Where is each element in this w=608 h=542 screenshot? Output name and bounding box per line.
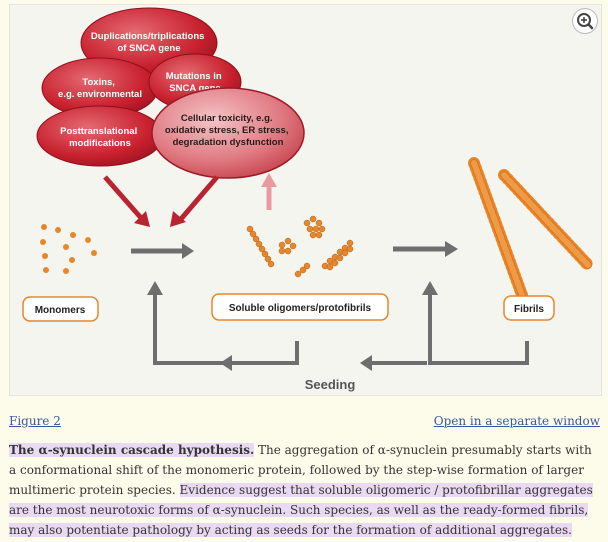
svg-text:Fibrils: Fibrils [514, 304, 544, 315]
bubble-tox-line1: Toxins, [82, 77, 115, 88]
seeding-arrowheads [147, 281, 438, 371]
caption-text-1: The aggregation of α-synuclein presumabl… [9, 443, 592, 497]
fibril-strand-2 [498, 169, 594, 271]
label-monomers: Monomers [22, 296, 99, 322]
bubble-ptm-line2: modifications [69, 138, 131, 149]
figure-number-link[interactable]: Figure 2 [9, 414, 61, 428]
svg-text:Toxins, e.g. environme: Toxins, e.g. environmental [58, 77, 142, 100]
svg-text:Posttranslational modi: Posttranslational modifications [60, 126, 140, 149]
caption-text-highlighted: Evidence suggest that soluble oligomeric… [9, 483, 593, 537]
fibril-strand-1 [468, 157, 528, 301]
bubble-toxins: Toxins, e.g. environmental [41, 57, 159, 119]
label-oligomers: Soluble oligomers/protofibrils [211, 293, 389, 321]
label-seeding: Seeding [305, 377, 356, 392]
bubble-cell-line1: Cellular toxicity, e.g. [181, 113, 273, 124]
svg-text:Duplications/triplications: Duplications/triplications of SNCA gene [91, 31, 207, 54]
caption-title: The α-synuclein cascade hypothesis. [9, 443, 255, 457]
figure-image[interactable]: Duplications/triplications of SNCA gene … [9, 4, 602, 396]
progression-arrows [131, 241, 458, 259]
zoom-in-button[interactable] [572, 8, 598, 34]
monomer-particles [40, 224, 97, 274]
open-separate-window-link[interactable]: Open in a separate window [433, 414, 600, 428]
bubble-mut-line2: SNCA gene [169, 83, 220, 94]
bubble-dup-line2: of SNCA gene [118, 43, 181, 54]
svg-text:Soluble oligomers/protofibrils: Soluble oligomers/protofibrils [229, 303, 372, 314]
cause-arrows [103, 173, 277, 227]
svg-text:Monomers: Monomers [35, 305, 86, 316]
bubble-dup-line1: Duplications/triplications [91, 31, 205, 42]
svg-text:Mutations in SNCA gene: Mutations in SNCA gene [166, 71, 225, 94]
bubble-ptm-line1: Posttranslational [60, 126, 137, 137]
bubble-cellular-toxicity: Cellular toxicity, e.g. oxidative stress… [151, 87, 305, 179]
figure-links: Figure 2 Open in a separate window [9, 414, 600, 432]
label-fibrils: Fibrils [503, 295, 555, 321]
bubble-posttranslational: Posttranslational modifications [36, 105, 164, 167]
figure-caption: The α-synuclein cascade hypothesis. The … [9, 440, 599, 540]
oligomer-particles [246, 215, 354, 278]
bubble-cell-line2: oxidative stress, ER stress, [165, 125, 289, 136]
bubble-cell-line3: degradation dysfunction [173, 137, 284, 148]
zoom-in-icon [577, 13, 594, 30]
bubble-tox-line2: e.g. environmental [58, 89, 142, 100]
bubble-mut-line1: Mutations in [166, 71, 222, 82]
svg-text:Cellular toxicity, e.g.: Cellular toxicity, e.g. oxidative stress… [165, 113, 291, 148]
